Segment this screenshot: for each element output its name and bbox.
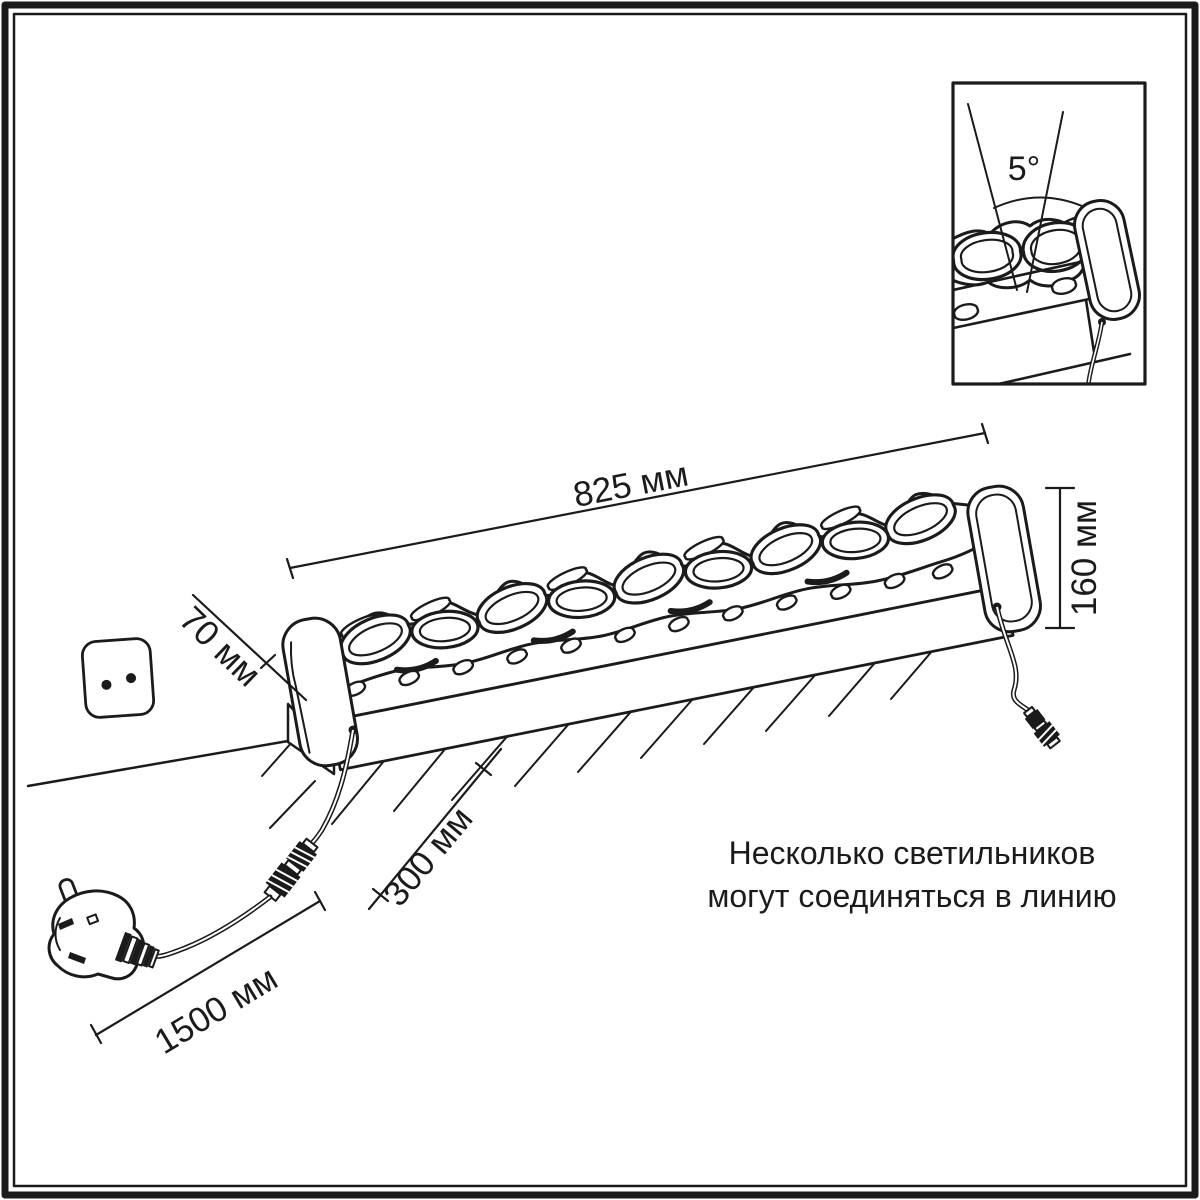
power-plug-icon	[47, 878, 160, 981]
note-line-1: Несколько светильников	[729, 835, 1096, 871]
connector-ring	[1046, 736, 1061, 750]
plug-earth-clip	[68, 952, 86, 964]
dimension-line	[191, 593, 308, 702]
angle-rays	[967, 103, 1064, 293]
socket-hole-right	[126, 673, 137, 684]
hatch-lines	[261, 621, 958, 829]
dimension-300: 300 мм	[367, 747, 503, 914]
inset-cap-body	[1073, 199, 1141, 321]
inset-cap-rim	[1081, 207, 1133, 313]
dimension-label-height: 160 мм	[1065, 500, 1104, 616]
rail-openings-outer	[339, 493, 957, 666]
lamp-fixture	[328, 491, 1015, 772]
connector-ribs	[286, 846, 315, 868]
end-connector-icon	[1023, 705, 1061, 750]
dimension-line	[89, 890, 327, 1045]
connector-barrel	[1024, 709, 1046, 730]
boot-rib	[147, 948, 160, 969]
face-vent-holes	[344, 563, 954, 697]
inset-vent-holes	[953, 277, 1078, 321]
end-cap-right-body	[966, 484, 1042, 634]
wall-area	[26, 637, 290, 788]
detail-inset: 5°	[951, 81, 1147, 386]
end-cap-left	[281, 616, 359, 768]
connector-ring	[1023, 705, 1037, 719]
inset-frame	[951, 81, 1147, 386]
dimension-label-depth: 70 мм	[172, 599, 269, 694]
boot-rib	[114, 931, 132, 963]
connector-barrel	[1033, 721, 1060, 747]
wall-socket-icon	[80, 637, 156, 719]
socket-hole-left	[101, 679, 112, 690]
power-cable-left	[149, 725, 358, 959]
plug-face-line	[54, 917, 61, 951]
plug-strain-relief	[114, 931, 160, 969]
dimension-160: 160 мм	[1044, 486, 1104, 630]
inset-cable-core	[1087, 321, 1103, 384]
end-cap-left-rim	[289, 641, 311, 754]
angle-arc	[993, 196, 1083, 209]
connector-ring	[283, 859, 303, 876]
boot-rib	[135, 942, 151, 967]
rail-shadows	[393, 569, 850, 674]
angle-label: 5°	[1008, 150, 1041, 188]
cable-core	[311, 729, 354, 844]
note: Несколько светильников могут соединяться…	[707, 835, 1116, 914]
dimension-line	[285, 422, 990, 580]
detail-inset-drawing	[953, 103, 1141, 384]
dimension-line	[1044, 486, 1076, 630]
end-cap-right-rim	[975, 493, 1033, 623]
end-cap-right	[966, 484, 1042, 634]
dimension-label-length: 825 мм	[570, 454, 692, 514]
connector-ribs	[1037, 724, 1057, 746]
boot-rib	[142, 945, 155, 968]
inner-border	[12, 12, 1188, 1188]
note-line-2: могут соединяться в линию	[707, 878, 1116, 914]
dimension-label-cable: 1500 мм	[148, 958, 284, 1061]
boot-rib	[129, 938, 145, 966]
wall-floor-line	[26, 739, 290, 788]
cable-core	[996, 606, 1029, 711]
power-cable-right	[992, 602, 1061, 750]
plug-earth-clip	[58, 918, 74, 930]
boot-rib	[122, 935, 139, 965]
inline-connector-icon	[263, 837, 319, 902]
connector-ribs	[266, 868, 298, 894]
inset-face-lines	[953, 260, 1132, 384]
inset-end-cap	[1073, 199, 1141, 321]
dimension-label-beam: 300 мм	[376, 800, 481, 914]
end-cap-left-body	[281, 616, 359, 768]
cable-segment	[149, 894, 273, 959]
dimension-line	[367, 747, 503, 911]
socket-plate	[80, 637, 156, 719]
rail-openings-inner	[348, 502, 948, 657]
cable-core	[151, 896, 271, 958]
plug-latch-detail	[86, 913, 100, 926]
